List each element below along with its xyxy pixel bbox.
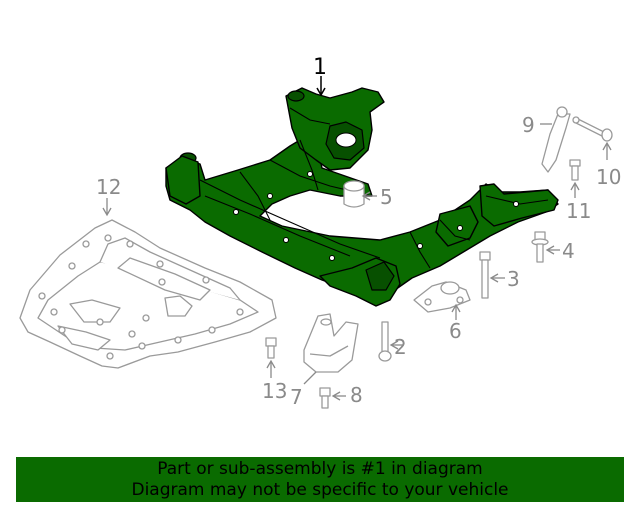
leader-lines [102, 76, 612, 401]
part-2-bolt[interactable] [378, 321, 392, 362]
callout-9: 9 [522, 113, 535, 137]
part-6-bracket[interactable] [413, 281, 471, 313]
callout-1: 1 [313, 55, 327, 80]
part-4-bolt[interactable] [531, 231, 549, 263]
callout-11: 11 [566, 199, 591, 223]
callout-2: 2 [394, 335, 407, 359]
part-11-bolt[interactable] [569, 159, 581, 181]
part-10-bolt[interactable] [572, 116, 613, 142]
banner-line-1: Part or sub-assembly is #1 in diagram [157, 458, 483, 479]
part-7-bracket[interactable] [303, 313, 359, 373]
callout-labels: 1 2 3 4 5 6 7 8 9 10 11 12 13 [96, 55, 621, 409]
callout-12: 12 [96, 175, 121, 199]
part-13-bolt[interactable] [265, 337, 277, 359]
part-9-link[interactable] [541, 106, 571, 173]
callout-8: 8 [350, 383, 363, 407]
callout-5: 5 [380, 185, 393, 209]
callout-6: 6 [449, 319, 462, 343]
callout-7: 7 [290, 385, 303, 409]
part-8-bolt[interactable] [319, 387, 331, 409]
notice-banner: Part or sub-assembly is #1 in diagram Di… [16, 457, 624, 502]
banner-line-2: Diagram may not be specific to your vehi… [131, 479, 509, 500]
callout-13: 13 [262, 379, 287, 403]
callout-4: 4 [562, 239, 575, 263]
part-3-bolt[interactable] [479, 251, 491, 299]
part-5-bushing[interactable] [343, 180, 365, 208]
callout-10: 10 [596, 165, 621, 189]
part-12-skid-plate[interactable] [19, 219, 277, 369]
callout-3: 3 [507, 267, 520, 291]
part-1-front-subframe[interactable] [165, 87, 559, 307]
